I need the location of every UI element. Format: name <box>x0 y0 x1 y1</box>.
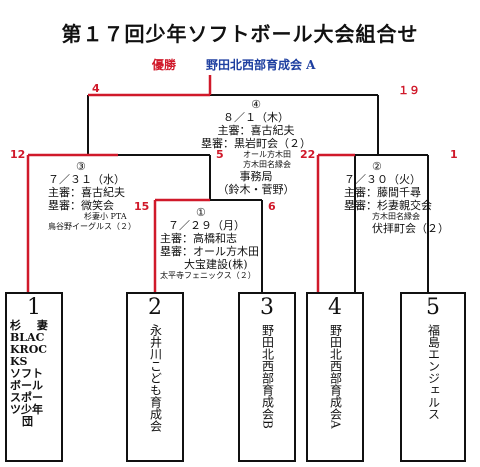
match-semi2-umpire: 主審：藤間千尋 <box>344 186 421 199</box>
score-semi2-right: 1 <box>450 148 458 161</box>
match-q1-date: ７／２９（月） <box>168 219 245 232</box>
team-box-3: 3 野田北西部育成会B <box>238 292 296 462</box>
match-final-date: ８／１（木） <box>223 111 289 124</box>
team-2-number: 2 <box>148 295 162 320</box>
team-4-number: 4 <box>328 295 342 320</box>
match-q1-base: 塁審：オール方木田 <box>160 245 259 258</box>
score-semi1-right: 5 <box>216 148 224 161</box>
team-box-2: 2 永井川こども育成会 <box>126 292 184 462</box>
match-semi2-extra2: 伏拝町会（２） <box>372 222 449 235</box>
team-box-4: 4 野田北西部育成会A <box>306 292 364 462</box>
team-5-name: 福島エンジェルス <box>426 324 441 420</box>
match-final-info: ④ ８／１（木） 主審：喜古紀夫 塁審：黒岩町会（２） オール方木田 方木田名縁… <box>196 98 316 196</box>
team-1-number: 1 <box>27 295 41 320</box>
score-q1-left: 15 <box>134 200 150 213</box>
winner-label: 優勝 <box>152 58 177 72</box>
team-box-1: 1 杉 妻 BLAC KROC KS ソフト ボール スポー ツ少年 団 <box>5 292 63 462</box>
score-semi2-left: 22 <box>300 148 316 161</box>
score-final-left: 4 <box>92 82 100 95</box>
match-semi1-info: ③ ７／３１（水） 主審：喜古紀夫 塁審：微笑会 杉妻小 PTA 鳥谷野イーグル… <box>48 160 136 232</box>
team-5-number: 5 <box>426 295 440 320</box>
match-semi1-extra2: 鳥谷野イーグルス（２） <box>48 222 136 231</box>
match-q1-no: ① <box>196 206 206 219</box>
match-final-office: 事務局 <box>239 170 273 183</box>
match-final-base: 塁審：黒岩町会（２） <box>201 137 311 150</box>
winner-team: 野田北西部育成会 A <box>206 58 316 72</box>
match-semi2-info: ② ７／３０（火） 主審：藤間千尋 塁審：杉妻親交会 方木田名縁会 伏拝町会（２… <box>344 160 449 235</box>
score-final-right: １９ <box>398 84 420 97</box>
page-title: 第１７回少年ソフトボール大会組合せ <box>61 22 419 46</box>
match-final-umpire: 主審：喜古紀夫 <box>217 124 295 137</box>
match-final-extra1: オール方木田 <box>243 150 291 159</box>
team-4-name: 野田北西部育成会A <box>328 324 343 429</box>
match-semi1-umpire: 主審：喜古紀夫 <box>48 186 125 199</box>
match-semi1-base: 塁審：微笑会 <box>48 199 114 212</box>
match-q1-info: ① ７／２９（月） 主審：高橋和志 塁審：オール方木田 大宝建設(株) 太平寺フ… <box>160 206 259 281</box>
match-q1-umpire: 主審：高橋和志 <box>160 232 237 245</box>
team-3-name: 野田北西部育成会B <box>260 324 275 429</box>
score-semi1-left: 12 <box>10 148 26 161</box>
score-q1-right: 6 <box>268 200 276 213</box>
match-semi2-base: 塁審：杉妻親交会 <box>344 199 432 212</box>
team-box-5: 5 福島エンジェルス <box>400 292 466 462</box>
match-final-extra2: 方木田名縁会 <box>243 160 291 169</box>
match-semi1-extra1: 杉妻小 PTA <box>84 212 127 221</box>
team-3-number: 3 <box>260 295 274 320</box>
match-final-office-names: （鈴木・菅野） <box>217 183 295 196</box>
match-final-no: ④ <box>251 98 261 111</box>
match-q1-extra1: 大宝建設(株) <box>184 258 248 271</box>
team-2-name: 永井川こども育成会 <box>148 324 163 432</box>
match-semi2-date: ７／３０（火） <box>344 173 421 186</box>
match-semi1-no: ③ <box>76 160 86 173</box>
match-semi2-no: ② <box>372 160 382 173</box>
match-semi2-extra1: 方木田名縁会 <box>372 212 420 221</box>
match-q1-extra2: 太平寺フェニックス（２） <box>160 271 256 280</box>
match-semi1-date: ７／３１（水） <box>48 173 125 186</box>
team-1-name: 杉 妻 BLAC KROC KS ソフト ボール スポー ツ少年 団 <box>10 319 54 428</box>
